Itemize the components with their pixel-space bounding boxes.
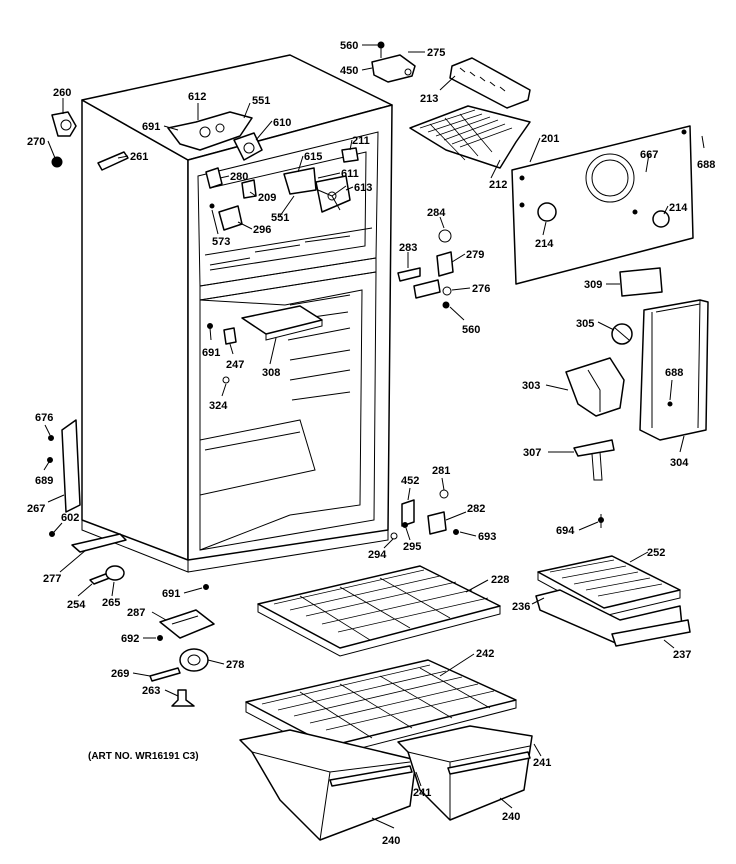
freezer-controls [167,111,359,231]
callout-694: 694 [556,525,575,537]
callout-247: 247 [226,359,244,371]
callout-305: 305 [576,318,594,330]
callout-613: 613 [354,182,372,194]
callout-241-left: 241 [413,787,431,799]
callout-280: 280 [230,171,248,183]
callout-560: 560 [340,40,358,52]
callout-296: 296 [253,224,271,236]
callout-611: 611 [341,168,359,180]
callout-691-lower: 691 [162,588,180,600]
callout-283: 283 [399,242,417,254]
callout-237: 237 [673,649,691,661]
callout-214-right: 214 [669,202,688,214]
callout-236: 236 [512,601,530,613]
callout-282: 282 [467,503,485,515]
hinge-parts-left [51,111,129,171]
fresh-food-shelf [257,565,501,657]
callout-324: 324 [209,400,228,412]
callout-214-left: 214 [535,238,554,250]
callout-610: 610 [273,117,291,129]
callout-211: 211 [352,135,370,147]
callout-287: 287 [127,607,145,619]
callout-688-lower: 688 [665,367,683,379]
callout-450: 450 [340,65,358,77]
callout-452: 452 [401,475,419,487]
callout-602: 602 [61,512,79,524]
snack-pan-assembly [535,555,691,647]
leader-lines [43,44,705,829]
callout-275: 275 [427,47,445,59]
callout-240-right: 240 [502,811,520,823]
callout-277: 277 [43,573,61,585]
callout-295: 295 [403,541,421,553]
callout-228: 228 [491,574,509,586]
callout-270: 270 [27,136,45,148]
callout-560-lower: 560 [462,324,480,336]
callout-676: 676 [35,412,53,424]
callout-260: 260 [53,87,71,99]
callout-551-lower: 551 [271,212,289,224]
callout-263: 263 [142,685,160,697]
callout-615: 615 [304,151,322,163]
callout-213: 213 [420,93,438,105]
callout-691-mid: 691 [202,347,220,359]
crisper-drawers [239,725,533,841]
callout-304: 304 [670,457,689,469]
callout-281: 281 [432,465,450,477]
art-number-caption: (ART NO. WR16191 C3) [88,751,199,762]
callout-212: 212 [489,179,507,191]
door-hinge-hardware [390,489,604,540]
callout-573: 573 [212,236,230,248]
left-side-hardware [47,435,55,537]
top-bracket-parts [371,41,531,169]
callout-691: 691 [142,121,160,133]
callout-276: 276 [472,283,490,295]
callout-261: 261 [130,151,148,163]
damper-control-parts [397,229,454,309]
crisper-cover [245,659,517,757]
callout-551: 551 [252,95,270,107]
callout-667: 667 [640,149,658,161]
callout-309: 309 [584,279,602,291]
callout-241-right: 241 [533,757,551,769]
control-housing-parts [565,299,709,481]
callout-279: 279 [466,249,484,261]
callout-284: 284 [427,207,446,219]
callout-254: 254 [67,599,86,611]
callout-265: 265 [102,597,120,609]
evaporator-cover [511,125,694,297]
callout-209: 209 [258,192,276,204]
callout-688: 688 [697,159,715,171]
callout-693: 693 [478,531,496,543]
callout-294: 294 [368,549,387,561]
callout-269: 269 [111,668,129,680]
callout-303: 303 [522,380,540,392]
callout-307: 307 [523,447,541,459]
callout-689: 689 [35,475,53,487]
callout-692: 692 [121,633,139,645]
callout-308: 308 [262,367,280,379]
callout-labels: 560 275 450 213 260 270 261 612 551 691 … [27,40,715,847]
callout-240-left: 240 [382,835,400,847]
callout-252: 252 [647,547,665,559]
callout-278: 278 [226,659,244,671]
leveling-and-roller-parts [71,533,215,707]
callout-242: 242 [476,648,494,660]
fresh-food-components [207,305,323,384]
callout-201: 201 [541,133,559,145]
callout-267: 267 [27,503,45,515]
callout-612: 612 [188,91,206,103]
